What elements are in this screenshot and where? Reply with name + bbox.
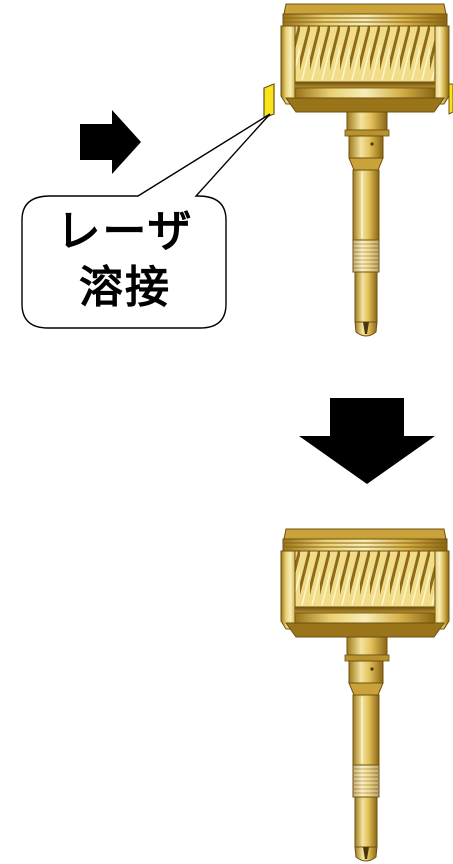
callout-line-1: レーザ — [56, 206, 194, 257]
arrow-down-icon — [299, 398, 435, 484]
weld-marker-left — [263, 83, 275, 119]
weld-marker-right — [448, 83, 453, 115]
callout-bubble — [21, 113, 271, 329]
callout-line-2: 溶接 — [79, 262, 171, 313]
part-after-welding — [280, 528, 450, 862]
part-before-welding — [280, 3, 450, 337]
arrow-right-icon — [80, 110, 141, 174]
